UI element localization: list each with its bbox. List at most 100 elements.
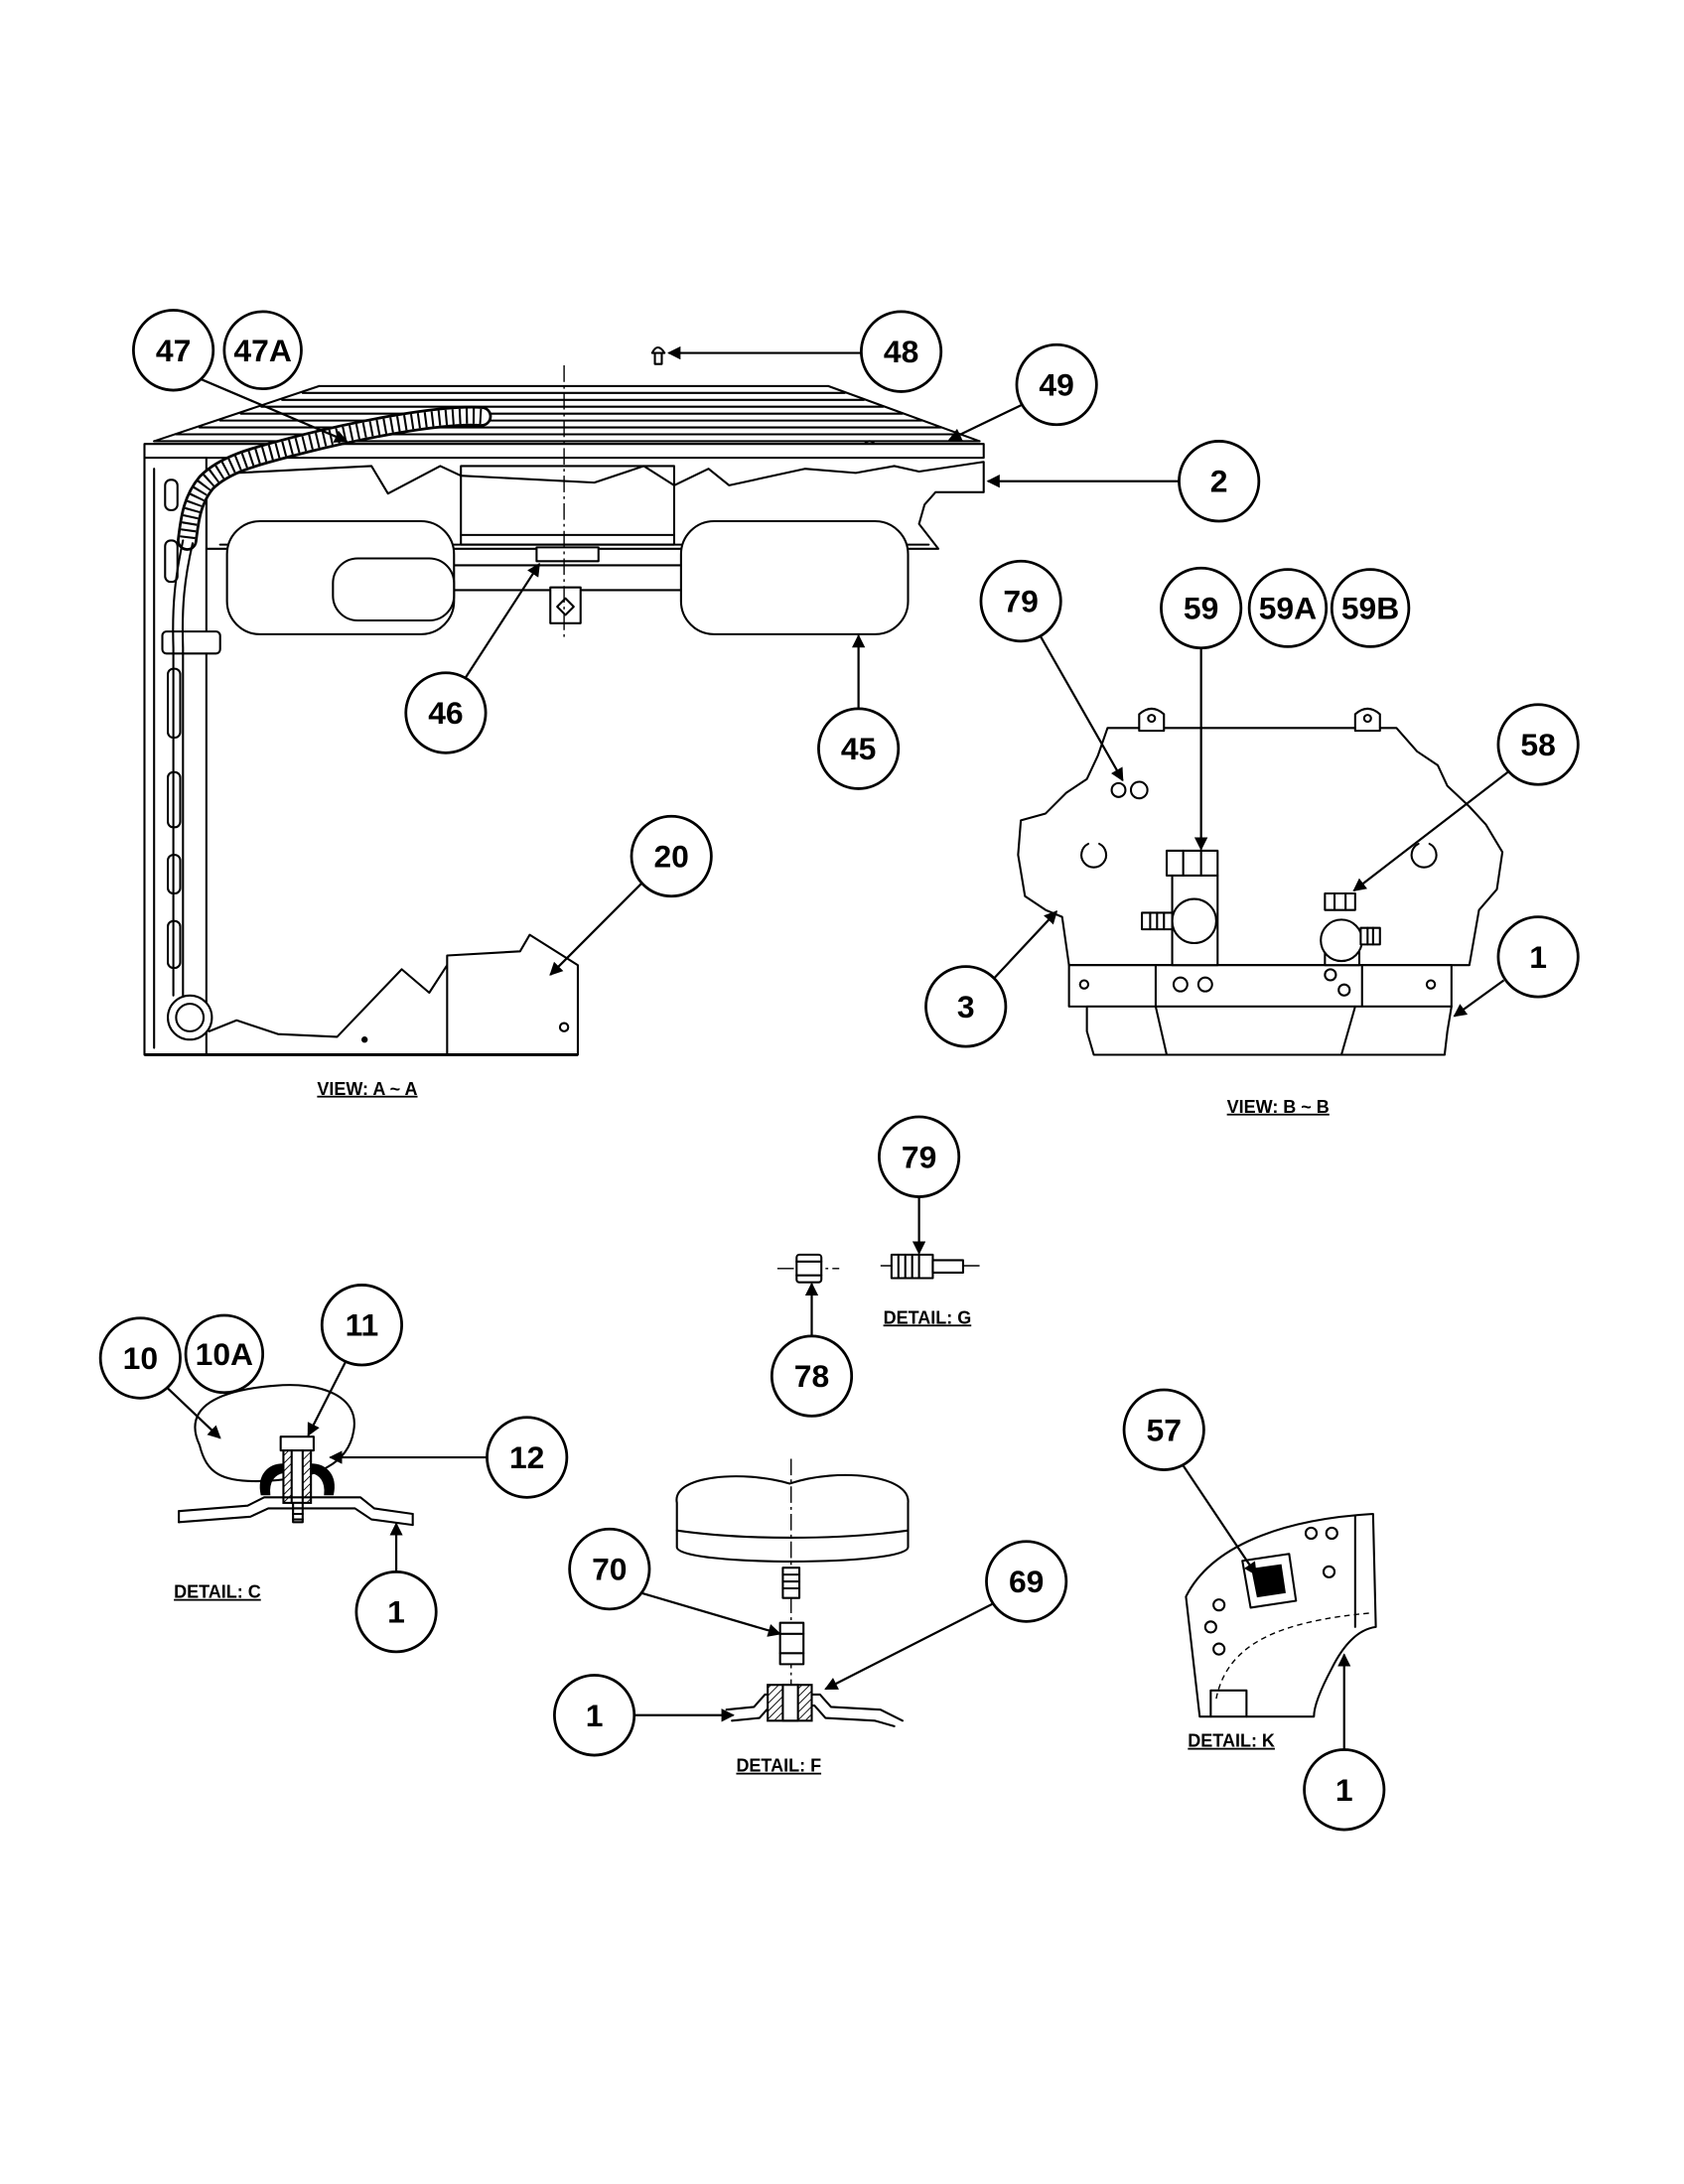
valve-cap [1324, 891, 1356, 911]
hub-boss [549, 586, 582, 624]
callout-number: 48 [884, 334, 918, 369]
motor-body [460, 465, 675, 546]
callout-number: 79 [1003, 584, 1038, 619]
callout-number: 78 [794, 1358, 829, 1394]
fitting-stem [931, 1259, 964, 1274]
bracket-20 [446, 933, 579, 1056]
valve-cap-nut [1165, 849, 1219, 877]
base-plate [178, 1496, 414, 1516]
callout-number: 45 [841, 731, 876, 766]
blade-mount-plate [332, 557, 456, 622]
callout-number: 59 [1184, 590, 1218, 625]
detail-c-drawing [178, 1384, 414, 1527]
nut-70 [778, 1621, 805, 1666]
corner-hole [1212, 1642, 1226, 1656]
base-pan-hole [361, 1036, 368, 1043]
leader-line [947, 402, 1025, 442]
detail-g-drawing [776, 1253, 983, 1284]
view-a-drawing [143, 345, 985, 1057]
base-plate [178, 1507, 414, 1527]
base-pan-edge [208, 964, 449, 1038]
motor-housing-band [675, 1529, 910, 1539]
fan-motor-detail [675, 1473, 910, 1563]
leader-line [1182, 1464, 1257, 1576]
callout-number: 46 [428, 695, 463, 731]
view-b-title: VIEW: B ~ B [1227, 1097, 1330, 1117]
callout-3: 3 [924, 965, 1008, 1048]
leader-line [824, 1602, 994, 1691]
callout-number: 1 [387, 1594, 405, 1630]
keyhole [1410, 842, 1438, 869]
callout-12: 12 [486, 1416, 569, 1499]
nut-flats [795, 1260, 823, 1277]
fan-blade-right [679, 519, 910, 635]
callout-number: 3 [957, 989, 975, 1024]
grommet-right [310, 1463, 335, 1496]
nut-body [778, 1621, 805, 1666]
flare-nut-78 [795, 1253, 823, 1284]
detail-c-title: DETAIL: C [174, 1582, 261, 1602]
mounting-tab-hole [1362, 714, 1372, 724]
drain-hole-opening [1251, 1564, 1286, 1598]
detail-f-title: DETAIL: F [736, 1756, 821, 1776]
valve-port [1171, 897, 1217, 945]
callout-69: 69 [985, 1540, 1068, 1623]
nut-body [795, 1253, 823, 1284]
nut-flats [778, 1632, 805, 1655]
leader-line [993, 910, 1058, 979]
callout-number: 47A [233, 333, 291, 368]
fitting-ridges [897, 1253, 920, 1280]
leader-line [200, 377, 349, 443]
callout-2: 2 [1178, 440, 1261, 523]
rail-hole [1078, 979, 1090, 990]
bolt-core [290, 1449, 304, 1504]
callout-70: 70 [568, 1527, 651, 1611]
bolt-head [279, 1435, 315, 1452]
view-b-drawing [1017, 707, 1504, 1056]
screw-head [650, 345, 666, 354]
callout-58: 58 [1496, 703, 1580, 786]
callout-number: 70 [592, 1552, 627, 1587]
leader-line [639, 1591, 781, 1637]
valve-side-fitting [1359, 926, 1381, 946]
motor-stud [781, 1567, 801, 1599]
base-plate-end [178, 1510, 414, 1527]
wire-clip [161, 630, 221, 655]
callout-11: 11 [320, 1284, 403, 1367]
callout-45: 45 [817, 707, 901, 790]
fitting-thread [1366, 926, 1374, 946]
callout-1-detail-k: 1 [1303, 1748, 1386, 1832]
leader-line [307, 1358, 349, 1437]
detail-f-drawing [675, 1458, 910, 1727]
base-plate [731, 1705, 896, 1727]
callout-number: 10A [196, 1336, 253, 1372]
callout-number: 59A [1259, 590, 1317, 625]
leader-line [1352, 770, 1509, 892]
mounting-tab [1138, 707, 1166, 733]
callout-number: 57 [1147, 1412, 1182, 1447]
corner-hole [1322, 1565, 1336, 1578]
mounting-tab [1353, 707, 1381, 733]
callout-57: 57 [1122, 1388, 1205, 1471]
insert-bore [781, 1684, 799, 1722]
callout-number: 59B [1341, 590, 1399, 625]
callout-number: 79 [902, 1139, 936, 1174]
callout-79: 79 [979, 559, 1062, 643]
callout-1-detail-f: 1 [553, 1674, 636, 1757]
base-rail-seam [1154, 964, 1363, 1008]
fan-blade [225, 519, 910, 635]
base-pan-corner [1185, 1512, 1377, 1718]
access-fitting-79 [890, 1253, 964, 1280]
motor-housing [675, 1473, 910, 1563]
callout-20: 20 [630, 814, 713, 898]
drain-hole-57 [1241, 1553, 1298, 1609]
callout-49: 49 [1015, 342, 1098, 427]
keyhole [1080, 842, 1108, 869]
fan-hub [535, 546, 600, 624]
service-panel-body [1017, 727, 1504, 967]
mounting-bolt-11 [279, 1435, 315, 1504]
coil-return-bend-inner [175, 1003, 206, 1032]
compressor-outline-10 [194, 1384, 355, 1483]
rail-hole [1324, 968, 1337, 982]
